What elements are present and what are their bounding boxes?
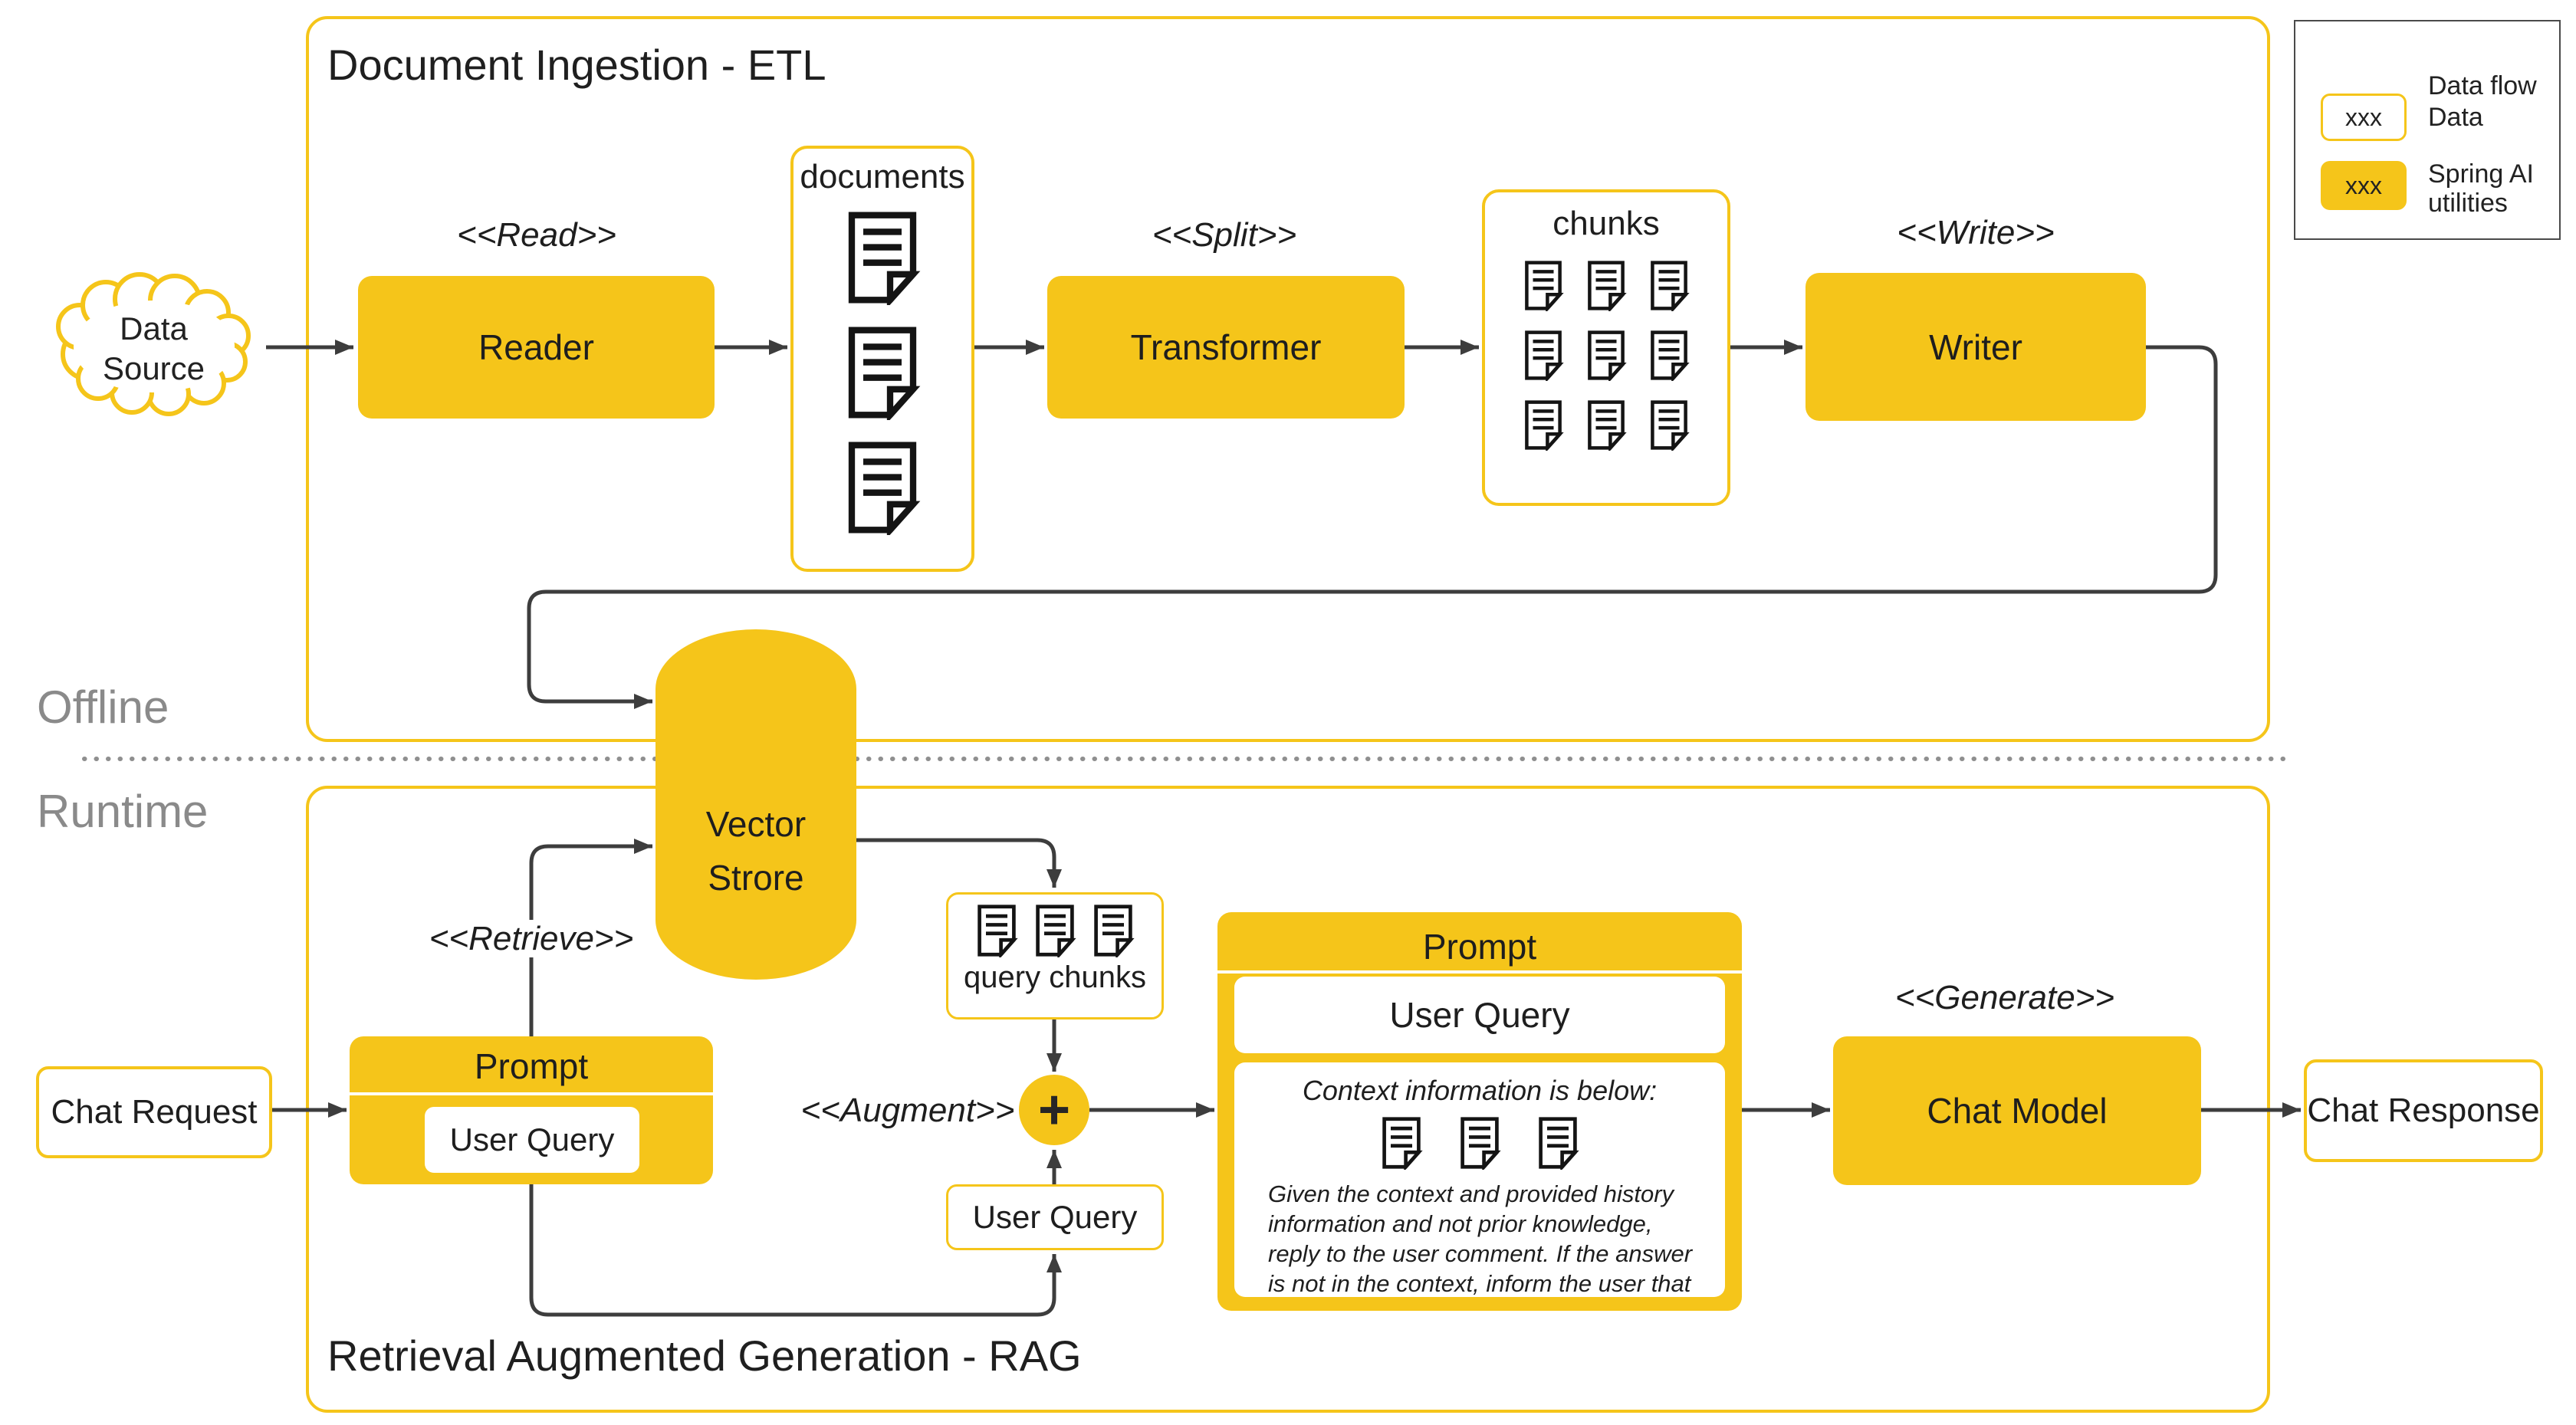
document-icon: [1585, 330, 1627, 383]
legend-springai-label-line2: utilities: [2428, 189, 2508, 218]
legend-springai-label-line1: Spring AI: [2428, 159, 2534, 189]
runtime-zone-label: Runtime: [37, 786, 209, 837]
generate-stereotype-label: <<Generate>>: [1894, 979, 2115, 1016]
document-icon: [1648, 399, 1690, 453]
document-icon: [1585, 260, 1627, 314]
retrieve-stereotype-label: <<Retrieve>>: [386, 920, 677, 958]
arrow-writer-vectorstore: [527, 345, 2218, 709]
document-icon: [1092, 904, 1135, 960]
chat-response-node: Chat Response: [2304, 1059, 2543, 1162]
query-chunks-frame: query chunks: [946, 892, 1164, 1019]
documents-frame: documents: [790, 146, 974, 572]
offline-zone-label: Offline: [37, 681, 169, 733]
augmented-prompt-divider: [1217, 970, 1742, 974]
document-icon: [1648, 330, 1690, 383]
chat-request-node: Chat Request: [36, 1066, 272, 1158]
documents-label: documents: [800, 158, 965, 195]
augmented-prompt-context: Context information is below: Given the …: [1234, 1062, 1725, 1297]
legend-data-label: Data: [2428, 103, 2483, 132]
writer-node: Writer: [1806, 273, 2146, 421]
arrow-vectorstore-querychunks: [856, 838, 1062, 888]
document-icon: [1033, 904, 1076, 960]
data-source-cloud: Data Source: [41, 272, 266, 422]
augmented-prompt-node: Prompt User Query Context information is…: [1217, 912, 1742, 1311]
document-icon: [1523, 260, 1564, 314]
arrow-prompt-userquery-loop: [529, 1184, 1062, 1317]
transformer-node: Transformer: [1047, 276, 1405, 419]
write-stereotype-label: <<Write>>: [1897, 214, 2055, 251]
read-stereotype-label: <<Read>>: [457, 216, 616, 254]
document-icon: [1536, 1116, 1579, 1172]
document-icon: [844, 440, 921, 539]
document-icon: [1458, 1116, 1501, 1172]
augmented-prompt-user-query: User Query: [1234, 977, 1725, 1053]
reader-node: Reader: [358, 276, 715, 419]
split-stereotype-label: <<Split>>: [1152, 216, 1297, 254]
cloud-icon: [56, 272, 251, 416]
chunks-icon-grid: [1523, 260, 1690, 453]
document-icon: [1523, 399, 1564, 453]
etl-section-box: [306, 16, 2270, 742]
legend-springai-sample-box: xxx: [2321, 161, 2407, 210]
augment-stereotype-label: <<Augment>>: [800, 1092, 1015, 1129]
user-query-box: User Query: [425, 1107, 639, 1173]
augment-plus-node: +: [1019, 1075, 1089, 1145]
document-icon: [975, 904, 1018, 960]
vector-store-node: Vector Strore: [656, 629, 856, 980]
chunks-frame: chunks: [1482, 189, 1730, 506]
prompt-node: Prompt User Query: [350, 1036, 713, 1184]
prompt-divider: [350, 1092, 713, 1095]
rag-section-box: [306, 786, 2270, 1413]
query-chunks-icons: [975, 904, 1135, 960]
document-icon: [844, 325, 921, 424]
document-icon: [1585, 399, 1627, 453]
context-instruction: Given the context and provided history i…: [1268, 1180, 1693, 1297]
document-icon: [1648, 260, 1690, 314]
context-heading: Context information is below:: [1302, 1075, 1658, 1106]
augmented-prompt-title: Prompt: [1422, 927, 1537, 967]
etl-section-title: Document Ingestion - ETL: [327, 41, 826, 89]
document-icon: [844, 210, 921, 309]
chunks-label: chunks: [1552, 205, 1660, 242]
arrow-prompt-retrieve-vectorstore: [529, 839, 652, 1036]
user-query-node: User Query: [946, 1184, 1164, 1250]
rag-section-title: Retrieval Augmented Generation - RAG: [327, 1331, 1082, 1380]
context-icons: [1234, 1116, 1725, 1172]
legend-dataflow-label: Data flow: [2428, 71, 2537, 100]
prompt-title: Prompt: [474, 1046, 589, 1086]
chat-model-node: Chat Model: [1833, 1036, 2201, 1185]
legend: Data flow xxx Data xxx Spring AI utiliti…: [2294, 20, 2561, 240]
legend-data-sample-box: xxx: [2321, 94, 2407, 141]
data-source-label: Data Source: [102, 310, 205, 386]
document-icon: [1380, 1116, 1423, 1172]
query-chunks-label: query chunks: [964, 960, 1146, 994]
document-icon: [1523, 330, 1564, 383]
legend-springai-label: Spring AI utilities: [2428, 159, 2534, 218]
